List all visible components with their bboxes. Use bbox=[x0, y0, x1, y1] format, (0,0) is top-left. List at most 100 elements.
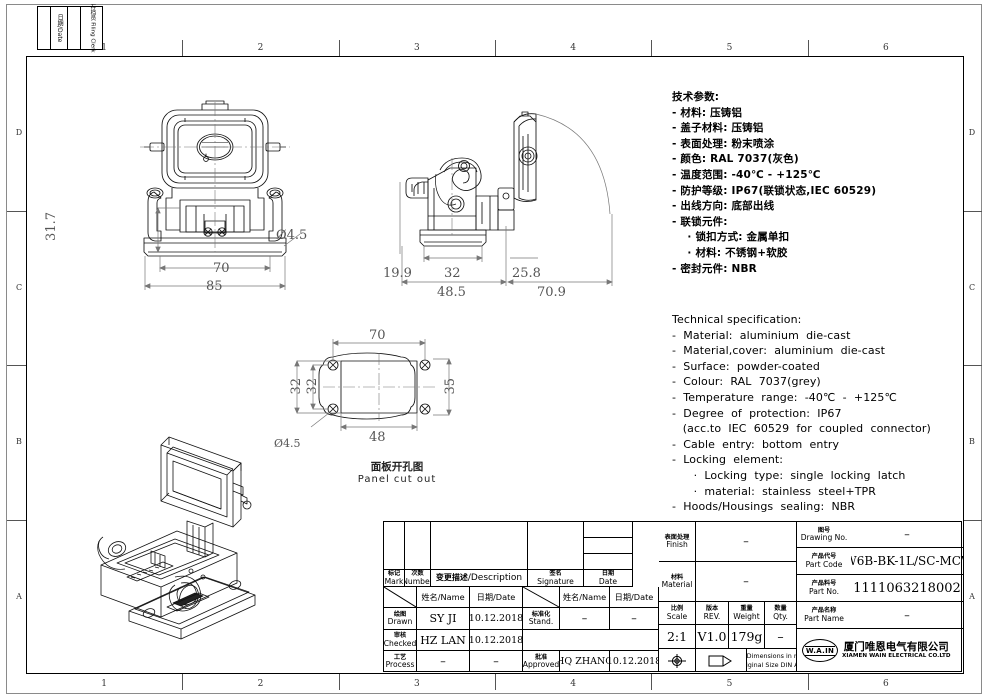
weight-value: 179g bbox=[730, 629, 763, 644]
zone-tick-top-3 bbox=[495, 40, 496, 56]
zone-tick-right-3 bbox=[963, 519, 982, 521]
finish-label-en: Finish bbox=[666, 540, 688, 549]
dim-cutout-32-inner: 32 bbox=[305, 378, 320, 395]
signoff-name-stand: – bbox=[560, 608, 610, 630]
rev-cell-r2c4 bbox=[528, 538, 584, 554]
signoff-name-checked-value: HZ LAN bbox=[420, 633, 466, 647]
isometric-view-drawing bbox=[95, 425, 345, 675]
rev-number-label-en: Number bbox=[405, 576, 430, 586]
zone-number-top-3: 3 bbox=[413, 43, 420, 53]
dim-front-width-70: 70 bbox=[213, 261, 230, 276]
rev-value: V1.0 bbox=[697, 629, 727, 644]
dim-side-48-5: 48.5 bbox=[437, 285, 466, 300]
finish-value-cell: – bbox=[696, 522, 797, 562]
rev-signature-label-cn: 签名 bbox=[549, 570, 562, 578]
projection-symbol-cell-1 bbox=[659, 649, 696, 672]
drawing-no-label-cn: 图号 bbox=[817, 526, 831, 534]
zone-letter-right-B: B bbox=[969, 437, 975, 447]
spec-cn-line-6: - 出线方向: 底部出线 bbox=[672, 200, 775, 213]
signoff-role-checked-cn: 审核 bbox=[393, 632, 407, 640]
spec-cn-line-7: - 联锁元件: bbox=[672, 215, 728, 228]
dim-cutout-70: 70 bbox=[369, 328, 386, 343]
qty-value-cell: – bbox=[765, 625, 797, 649]
rev-signature-label-en: Signature bbox=[537, 576, 574, 586]
zone-tick-top-2 bbox=[338, 40, 340, 56]
cone-projection-icon bbox=[708, 655, 732, 666]
zone-letter-left-D: D bbox=[15, 128, 23, 138]
zone-tick-top-4 bbox=[651, 40, 653, 56]
signoff-role-checked-en: Checked bbox=[384, 638, 417, 648]
spec-en-line-9: · Locking type: single locking latch bbox=[672, 468, 906, 482]
rev-mark-label-cn: 标记 bbox=[387, 570, 401, 578]
dim-side-70-9: 70.9 bbox=[537, 285, 566, 300]
part-name-label-cell: 产品名称 Part Name bbox=[797, 602, 851, 629]
title-block: 标记 Mark 次数 Number 变更描述 /Description 签名 S… bbox=[383, 521, 963, 672]
qty-label-en: Qty. bbox=[773, 611, 788, 621]
dim-side-32: 32 bbox=[444, 266, 461, 281]
signoff-name-checked: HZ LAN bbox=[417, 630, 470, 651]
diagonal-slash-icon bbox=[384, 587, 416, 607]
material-label-cell: 材料 Material bbox=[659, 562, 696, 602]
rev-date-label-en: Date bbox=[598, 576, 618, 586]
spec-en-line-3: - Colour: RAL 7037(grey) bbox=[672, 375, 821, 389]
rev-cell-r1c5 bbox=[584, 522, 633, 538]
signoff-name-process: – bbox=[417, 651, 470, 672]
zone-letter-left-B: B bbox=[16, 437, 22, 447]
dimension-notes-cell: All Dimensions in mm Original Size DIN A… bbox=[747, 649, 797, 672]
signoff-date-stand: – bbox=[610, 608, 659, 630]
part-no-value: 1111063218002 bbox=[853, 580, 961, 596]
part-code-value-cell: W6B-BK-1L/SC-MCV bbox=[851, 548, 963, 575]
finish-label-cn: 表面处理 bbox=[664, 533, 690, 541]
spec-en-line-11: - Hoods/Housings sealing: NBR bbox=[672, 500, 856, 514]
qty-label-cn: 数量 bbox=[774, 605, 787, 613]
zone-number-top-2: 2 bbox=[257, 43, 264, 53]
drawing-no-label-cell: 图号 Drawing No. bbox=[797, 522, 851, 548]
rev-label-cell: 版本 REV. bbox=[696, 602, 729, 625]
scale-label-en: Scale bbox=[666, 611, 688, 621]
rev-label-en: REV. bbox=[703, 611, 721, 621]
signoff-date-approved-value: 10.12.2018 bbox=[610, 656, 659, 667]
rev-mark-label-en: Mark bbox=[384, 576, 404, 586]
panel-cutout-svg bbox=[294, 339, 452, 431]
side-view-drawing bbox=[378, 96, 658, 296]
material-label-cn: 材料 bbox=[670, 573, 684, 581]
scale-label-cn: 比例 bbox=[670, 605, 684, 613]
signoff-blank-row bbox=[523, 630, 659, 651]
spec-en-line-10: · material: stainless steel+TPR bbox=[672, 484, 877, 498]
signoff-date-process-value: – bbox=[493, 655, 499, 668]
rev-cell-r2c3 bbox=[431, 538, 528, 554]
zone-tick-left-3 bbox=[7, 519, 27, 521]
zone-letter-right-D: D bbox=[968, 128, 976, 138]
spec-en-title: Technical specification: bbox=[672, 313, 802, 326]
header-cell-blank2 bbox=[68, 7, 81, 49]
signoff-name-drawn-value: SY JI bbox=[429, 612, 457, 625]
part-code-value: W6B-BK-1L/SC-MCV bbox=[851, 554, 963, 568]
company-logo-row: W.A.IN 厦门唯恩电气有限公司 XIAMEN WAIN ELECTRICAL… bbox=[802, 639, 951, 662]
zone-number-bottom-3: 3 bbox=[413, 679, 420, 689]
sheet-header-table: 日期/Date 存档员 Filing Clerk bbox=[37, 3, 103, 53]
part-no-label-en: Part No. bbox=[808, 586, 839, 596]
part-code-label-cn: 产品代号 bbox=[811, 553, 837, 561]
spec-cn-line-4: - 温度范围: -40℃ - +125℃ bbox=[672, 168, 821, 181]
qty-label-cell: 数量 Qty. bbox=[765, 602, 797, 625]
dim-cutout-35: 35 bbox=[443, 378, 458, 395]
signoff-date-label-2: 日期/Date bbox=[614, 592, 654, 602]
zone-tick-bottom-5 bbox=[807, 674, 809, 690]
zone-letter-right-C: C bbox=[968, 282, 976, 292]
rev-header-signature: 签名 Signature bbox=[528, 570, 584, 587]
spec-en-line-7: - Cable entry: bottom entry bbox=[672, 437, 840, 451]
material-value: – bbox=[743, 575, 749, 588]
signoff-date-header: 日期/Date bbox=[470, 587, 523, 608]
front-view-svg bbox=[140, 100, 301, 290]
header-filing-clerk-label: 存档员 Filing Clerk bbox=[89, 3, 96, 53]
rev-cell-r2c5 bbox=[584, 538, 633, 554]
drawing-no-value: – bbox=[904, 528, 910, 541]
zone-letter-left-A: A bbox=[16, 591, 22, 601]
signoff-name-header: 姓名/Name bbox=[417, 587, 470, 608]
zone-number-bottom-1: 1 bbox=[101, 679, 108, 689]
panel-cutout-drawing bbox=[283, 325, 503, 455]
rev-cell-r2c1 bbox=[384, 538, 405, 554]
zone-tick-top-1 bbox=[182, 40, 184, 56]
isometric-view-svg bbox=[97, 436, 256, 640]
rev-cell-r1c1 bbox=[384, 522, 405, 538]
